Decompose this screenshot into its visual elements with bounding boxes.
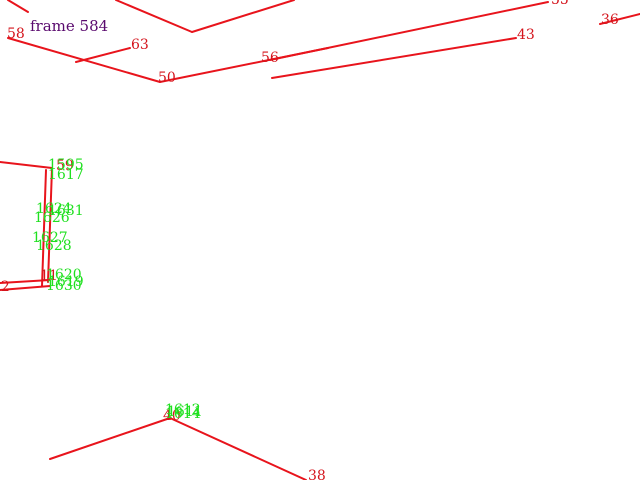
vertex-label: 55 (551, 0, 569, 8)
vertex-label: 1612 (165, 402, 201, 418)
segment (191, 0, 295, 33)
vertex-label: 63 (131, 37, 149, 53)
segment (169, 417, 307, 480)
red-labels: 58 63 50 56 55 43 36 59 52 11 38 40 (0, 0, 619, 480)
vertex-label: 43 (517, 27, 535, 43)
segment (0, 161, 53, 169)
segment (7, 0, 29, 13)
segment (47, 167, 53, 283)
vertex-label: 11 (40, 268, 58, 284)
vertex-label: 1631 (48, 203, 84, 219)
vertex-label: 1628 (36, 238, 72, 254)
segment (0, 285, 51, 291)
vertex-label: 1630 (46, 278, 82, 294)
segment (0, 279, 51, 284)
vertex-label: 40 (163, 408, 181, 424)
vertex-label: 1595 (48, 157, 84, 173)
vertex-label: 50 (158, 70, 176, 86)
segment (271, 37, 517, 79)
vertex-label: 1619 (48, 274, 84, 290)
vertex-label: 1620 (46, 267, 82, 283)
vertex-label: 1624 (36, 201, 72, 217)
vertex-label: 1614 (165, 406, 201, 422)
segment (75, 47, 131, 63)
vertex-label: 1626 (34, 210, 70, 226)
segment (269, 1, 549, 61)
vertex-label: 1611 (167, 404, 203, 420)
vertex-label: 38 (308, 468, 326, 480)
vertex-label: 56 (261, 50, 279, 66)
segment (599, 13, 640, 25)
vertex-label: 52 (0, 279, 10, 295)
frame-title: frame 584 (30, 17, 108, 35)
segment (41, 169, 47, 287)
vertex-label: 1627 (32, 230, 68, 246)
vertex-label: 59 (56, 158, 74, 174)
green-labels: 1595 1617 1624 1631 1626 1627 1628 1620 … (32, 157, 203, 422)
segment (115, 0, 193, 33)
vertex-label: 1617 (48, 167, 84, 183)
segment (49, 417, 171, 460)
vertex-label: 58 (7, 26, 25, 42)
vertex-label: 36 (601, 12, 619, 28)
